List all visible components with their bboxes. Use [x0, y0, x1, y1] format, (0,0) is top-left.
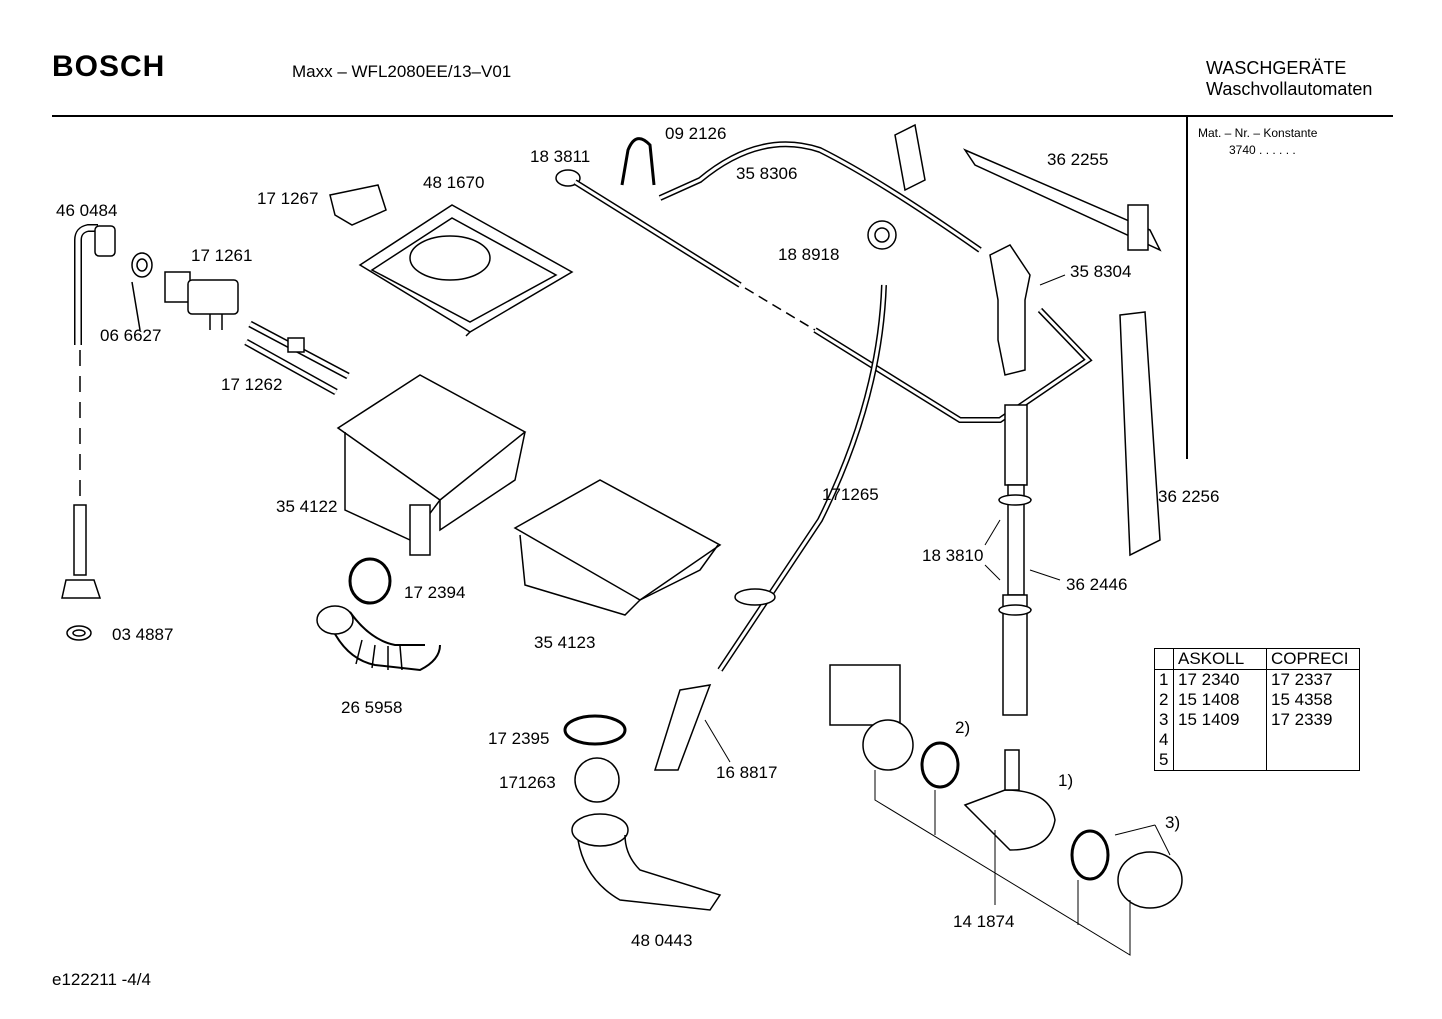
part-label: 17 1261	[191, 246, 253, 265]
part-label: 1)	[1058, 771, 1074, 790]
table-cell: 4	[1154, 730, 1174, 750]
table-row: 2 15 1408 15 4358	[1154, 690, 1360, 710]
filter-168817	[653, 684, 712, 771]
rail-362255	[962, 148, 1162, 252]
rail-362256	[1119, 311, 1161, 557]
table-row: 5	[1154, 750, 1360, 771]
document-id: e122211 -4/4	[52, 970, 151, 989]
drawer-housing-354122	[336, 374, 527, 556]
table-cell: 17 2337	[1271, 670, 1333, 689]
table-cell: 3	[1154, 710, 1174, 730]
table-header-index	[1154, 648, 1174, 670]
table-header-row: ASKOLL COPRECI	[1154, 648, 1360, 670]
tubes-171262	[244, 320, 350, 396]
part-label: 17 2394	[404, 583, 466, 602]
table-cell	[1173, 730, 1267, 750]
part-label: 35 8304	[1070, 262, 1132, 281]
part-label: 171265	[822, 485, 879, 504]
ring-172395	[563, 714, 627, 746]
part-label: 18 3811	[530, 147, 591, 166]
hose-358306	[658, 141, 982, 253]
part-label: 18 3810	[922, 546, 984, 565]
table-cell: 17 2340	[1173, 669, 1267, 690]
category-subtitle: Waschvollautomaten	[1206, 79, 1373, 99]
table-row: 3 15 1409 17 2339	[1154, 710, 1360, 730]
part-label: 48 1670	[423, 173, 485, 192]
leader-lines	[704, 274, 1171, 856]
pump-assembly	[829, 664, 1183, 956]
part-label: 17 2395	[488, 729, 550, 748]
part-label: 14 1874	[953, 912, 1015, 931]
nozzle-183811	[555, 169, 581, 187]
bellows-hose-265958	[316, 605, 441, 672]
table-cell	[1267, 730, 1360, 750]
table-row: 1 17 2340 17 2337	[1154, 669, 1360, 690]
part-label: 36 2256	[1158, 487, 1220, 506]
clip-171267	[329, 184, 387, 226]
plate	[894, 123, 926, 192]
part-label: 35 4122	[276, 497, 338, 516]
supplier-table: ASKOLL COPRECI 1 17 2340 17 2337 2 15 14…	[1154, 648, 1360, 771]
ball-171263	[574, 757, 620, 803]
part-label: 35 4123	[534, 633, 596, 652]
table-cell: 1	[1154, 669, 1174, 690]
seal-034887	[66, 625, 92, 641]
drawer-354123	[513, 479, 722, 616]
table-cell: 2	[1154, 690, 1174, 710]
part-label: 16 8817	[716, 763, 778, 782]
part-label: 36 2446	[1066, 575, 1128, 594]
frame-481670	[358, 204, 574, 337]
table-header-askoll: ASKOLL	[1173, 648, 1267, 670]
hose-elbow-460484	[61, 224, 116, 599]
part-label: 09 2126	[665, 124, 727, 143]
ring-066627	[131, 252, 153, 278]
hose-362446	[998, 404, 1032, 716]
tube-171265	[717, 284, 887, 672]
part-label: 26 5958	[341, 698, 403, 717]
table-cell: 15 1409	[1173, 710, 1267, 730]
table-cell: 15 1408	[1173, 690, 1267, 710]
part-label: 48 0443	[631, 931, 693, 950]
table-cell: 15 4358	[1271, 690, 1333, 709]
table-cell: 5	[1154, 750, 1174, 771]
part-label: 3)	[1165, 813, 1181, 832]
part-label: 36 2255	[1047, 150, 1109, 169]
category-title: WASCHGERÄTE	[1206, 58, 1347, 78]
valve-171261	[164, 271, 239, 330]
table-cell	[1173, 750, 1267, 771]
pressure-switch-188918	[867, 220, 897, 250]
brand-logo: BOSCH	[52, 50, 166, 83]
model-title: Maxx – WFL2080EE/13–V01	[292, 62, 512, 81]
bracket-092126	[620, 137, 656, 186]
air-chamber-358304	[989, 244, 1031, 376]
part-label: 03 4887	[112, 625, 174, 644]
table-cell: 17 2339	[1271, 710, 1333, 729]
part-label: 17 1267	[257, 189, 319, 208]
ring-172394	[348, 557, 392, 605]
header-divider	[52, 115, 1393, 117]
table-cell	[1267, 750, 1360, 771]
sump-hose-480443	[571, 813, 722, 911]
part-label: 46 0484	[56, 201, 118, 220]
part-label: 06 6627	[100, 326, 162, 345]
table-header-copreci: COPRECI	[1266, 648, 1360, 670]
part-label: 171263	[499, 773, 556, 792]
info-divider	[1186, 117, 1188, 459]
part-label: 35 8306	[736, 164, 798, 183]
material-number-value: 3740 . . . . . .	[1229, 143, 1296, 157]
part-label: 18 8918	[778, 245, 840, 264]
part-label: 2)	[955, 718, 971, 737]
part-label: 17 1262	[221, 375, 283, 394]
material-number-label: Mat. – Nr. – Konstante	[1198, 126, 1318, 140]
table-row: 4	[1154, 730, 1360, 750]
